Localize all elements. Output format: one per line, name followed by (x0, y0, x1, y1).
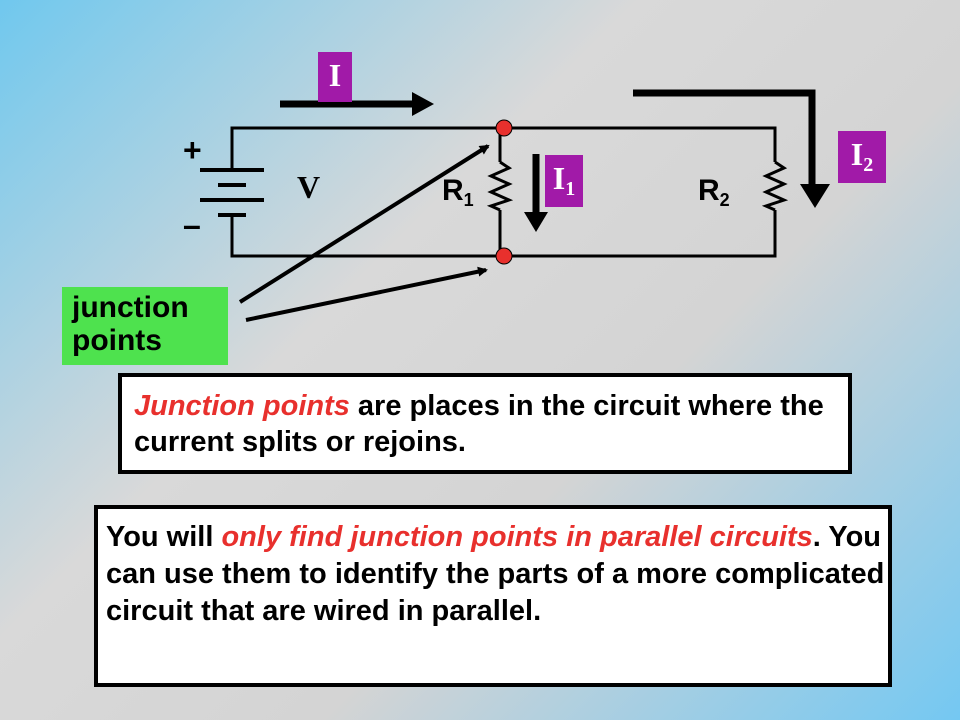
parallel-note-text: . You can use them to identify the parts… (106, 521, 885, 627)
junction-label-line2: points (72, 324, 162, 357)
top-junction-dot (495, 119, 513, 137)
pointer-arrow-bottom (245, 266, 488, 322)
i2-text: I (850, 136, 864, 172)
r2-resistor-icon (761, 160, 789, 212)
r2-label: R2 (698, 174, 730, 210)
junction-points-label: junction points (62, 287, 228, 365)
parallel-note-prefix: You will (106, 521, 222, 553)
junction-definition-highlight: Junction points (134, 390, 350, 422)
pointer-arrow-top (238, 144, 490, 304)
i2-current-label: I2 (838, 131, 886, 183)
junction-label-line1: junction (72, 291, 189, 324)
battery-icon (200, 168, 264, 217)
bottom-junction-dot (495, 247, 513, 265)
junction-definition-box: Junction points are places in the circui… (118, 373, 852, 474)
battery-minus-label: – (183, 207, 201, 243)
voltage-label: V (297, 169, 320, 205)
junction-definition-text: are places in the circuit where the curr… (134, 390, 824, 458)
i1-text: I (552, 160, 566, 196)
i1-current-label: I1 (545, 155, 583, 207)
battery-plus-label: + (183, 132, 202, 168)
parallel-circuit-note-box: You will only find junction points in pa… (94, 505, 892, 687)
r1-resistor-icon (486, 160, 514, 212)
r1-label: R1 (442, 174, 474, 210)
i1-subscript: 1 (565, 178, 576, 200)
parallel-note-highlight: only find junction points in parallel ci… (221, 521, 813, 553)
i1-current-arrow (524, 154, 548, 232)
total-current-arrow (280, 92, 434, 116)
i2-subscript: 2 (863, 154, 874, 176)
i2-current-arrow (633, 89, 830, 208)
total-current-text: I (328, 57, 342, 93)
total-current-label: I (318, 52, 352, 102)
